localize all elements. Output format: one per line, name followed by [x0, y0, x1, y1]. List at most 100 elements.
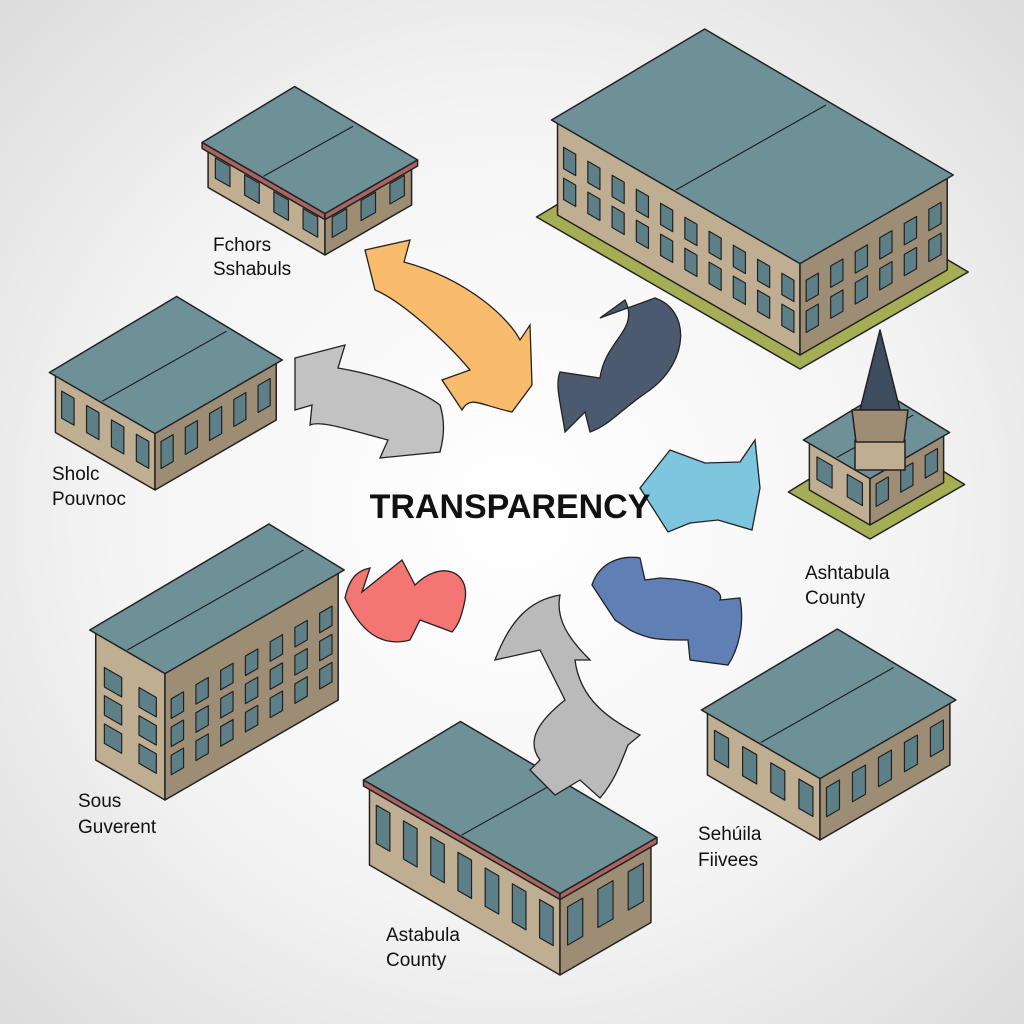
window [319, 605, 333, 634]
window [566, 897, 584, 946]
window [587, 160, 601, 191]
window [879, 230, 893, 260]
church-belfry [851, 409, 909, 443]
window [402, 820, 418, 868]
label-line: Pouvnoc [52, 489, 126, 510]
window [732, 244, 747, 275]
label-sous-guverent: Sous Guverent [78, 791, 157, 838]
window [294, 619, 308, 648]
window [319, 633, 333, 662]
arrow-lightblue [639, 438, 761, 533]
arrow-lightgray [294, 344, 445, 459]
window [138, 715, 157, 746]
building-bottom-center [362, 720, 658, 976]
window [635, 188, 650, 219]
label-ashtabula-county-right: Ashtabula County [805, 563, 890, 609]
window [825, 779, 841, 818]
window [257, 377, 271, 414]
window [924, 447, 939, 479]
window [85, 404, 100, 441]
window [928, 232, 942, 263]
window [597, 880, 614, 929]
arrows [294, 239, 761, 799]
label-line: Sshabuls [213, 259, 291, 280]
window [160, 433, 174, 470]
window [770, 762, 786, 801]
window [781, 272, 795, 303]
label-line: Sholc [52, 464, 100, 485]
window [713, 729, 730, 769]
label-line: Ashtabula [805, 563, 890, 584]
window [244, 648, 259, 677]
window [562, 146, 577, 177]
window [756, 289, 771, 320]
window [135, 433, 150, 470]
window [195, 705, 209, 733]
window [170, 691, 185, 720]
window [269, 634, 284, 662]
window [756, 258, 771, 289]
church-tower [854, 439, 906, 471]
window [659, 202, 674, 233]
label-astabula-county-bottom: Astabula County [386, 925, 460, 971]
building-church [787, 329, 966, 540]
label-line: Guverent [78, 817, 157, 838]
window [294, 676, 308, 704]
window [430, 836, 445, 884]
building-top-left [201, 85, 419, 256]
arrow-orange [364, 239, 533, 413]
window [184, 419, 199, 456]
window [195, 733, 209, 762]
window [103, 666, 123, 698]
window [511, 883, 527, 931]
label-line: Fchors [213, 235, 271, 256]
window [110, 419, 125, 455]
window [781, 303, 795, 334]
window [319, 661, 333, 690]
label-line: Fiivees [698, 850, 758, 871]
window [233, 391, 247, 428]
window [273, 191, 290, 222]
window [684, 247, 698, 278]
window [220, 690, 234, 719]
label-line: County [805, 588, 866, 609]
arrow-red [344, 558, 467, 643]
window [244, 174, 260, 205]
window [851, 764, 867, 803]
arrow-blue [591, 556, 743, 666]
window [684, 216, 698, 247]
window [208, 405, 223, 442]
window [846, 473, 864, 507]
label-fchors-sshabuls: Fchors Sshabuls [213, 235, 291, 280]
roof-ridge [101, 330, 227, 402]
label-line: County [386, 950, 447, 971]
window [302, 207, 319, 238]
window [854, 275, 869, 305]
window [877, 749, 893, 788]
label-sholc-pouvnoc: Sholc Pouvnoc [52, 464, 126, 510]
window [360, 191, 377, 222]
window [903, 215, 918, 246]
window [103, 723, 123, 754]
roof-ridge [263, 125, 354, 177]
church-spire-icon [859, 329, 901, 411]
window [805, 303, 820, 334]
window [708, 230, 722, 261]
window [879, 260, 893, 291]
window [627, 862, 644, 911]
window [138, 743, 157, 774]
window [830, 289, 844, 319]
roof-trim [324, 159, 419, 221]
window [294, 647, 308, 676]
window [816, 456, 833, 489]
window [538, 898, 554, 947]
window [220, 662, 234, 691]
window [635, 219, 650, 250]
window [732, 275, 747, 306]
window [659, 233, 674, 264]
label-line: Sous [78, 791, 121, 812]
window [611, 205, 625, 236]
window [138, 686, 157, 718]
window [587, 191, 601, 222]
